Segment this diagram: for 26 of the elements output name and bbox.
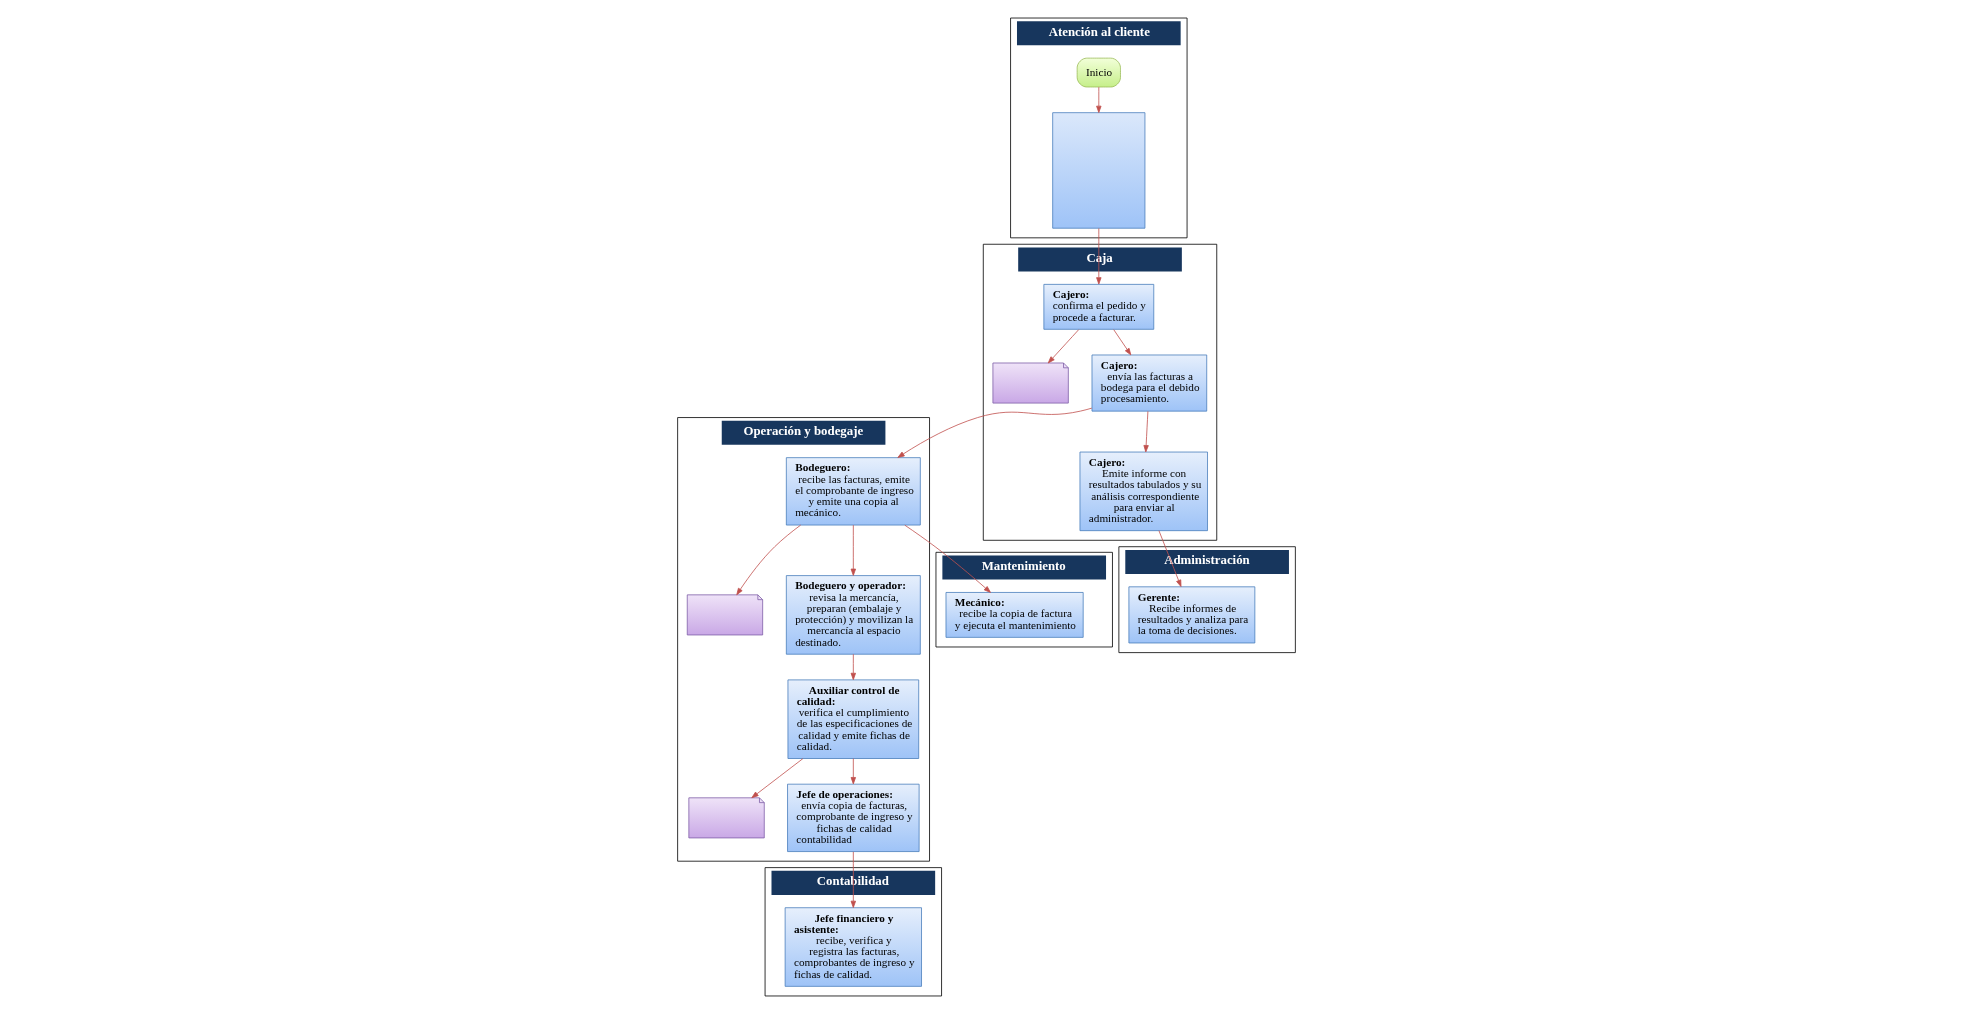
node-box: Mecánico: recibe la copia de factura y ejecuta el mantenimiento — [945, 592, 1084, 638]
arrow — [1096, 228, 1102, 285]
arrow — [1096, 86, 1102, 113]
node-box: Auxiliar control de calidad: verifica el cumplimiento de las especificaciones de calidad y emite fichas de calidad. — [787, 679, 920, 759]
node-box: Bodeguero: recibe las facturas, emite el comprobante de ingreso y emite una copia al mecánico. — [785, 457, 921, 526]
arrow — [1047, 329, 1080, 364]
node-box: Jefe de operaciones: envía copia de facturas, comprobante de ingreso y fichas de calidad contabilidad — [787, 783, 920, 852]
arrow — [897, 407, 1093, 458]
arrow — [850, 524, 856, 576]
arrow — [751, 758, 804, 799]
arrow — [736, 524, 802, 596]
node-box: Cajero: Emite informe con resultados tabulados y su análisis correspondiente para enviar al administrador. — [1079, 451, 1208, 532]
arrow — [850, 851, 856, 908]
arrow — [1158, 530, 1182, 587]
node-box — [1052, 112, 1146, 229]
node-box: Cajero: confirma el pedido y procede a facturar. — [1043, 283, 1155, 330]
arrow — [904, 524, 991, 593]
node-box: Bodeguero y operador: revisa la mercancía, preparan (embalaje y protección) y movilizan la mercancía al espacio destinado. — [785, 575, 921, 655]
arrow — [850, 758, 856, 785]
node-box: Gerente: Recibe informes de resultados y analiza para la toma de decisiones. — [1128, 586, 1256, 644]
node-box: Cajero: envía las facturas a bodega para el debido procesamiento. — [1091, 354, 1208, 412]
node-box: Jefe financiero y asistente: recibe, verifica y registra las facturas, comprobantes de ingreso y fichas de calidad. — [784, 907, 922, 987]
arrow — [1143, 410, 1149, 453]
arrow — [850, 653, 856, 681]
node-box: Inicio — [1076, 57, 1121, 88]
arrow — [1113, 329, 1132, 356]
